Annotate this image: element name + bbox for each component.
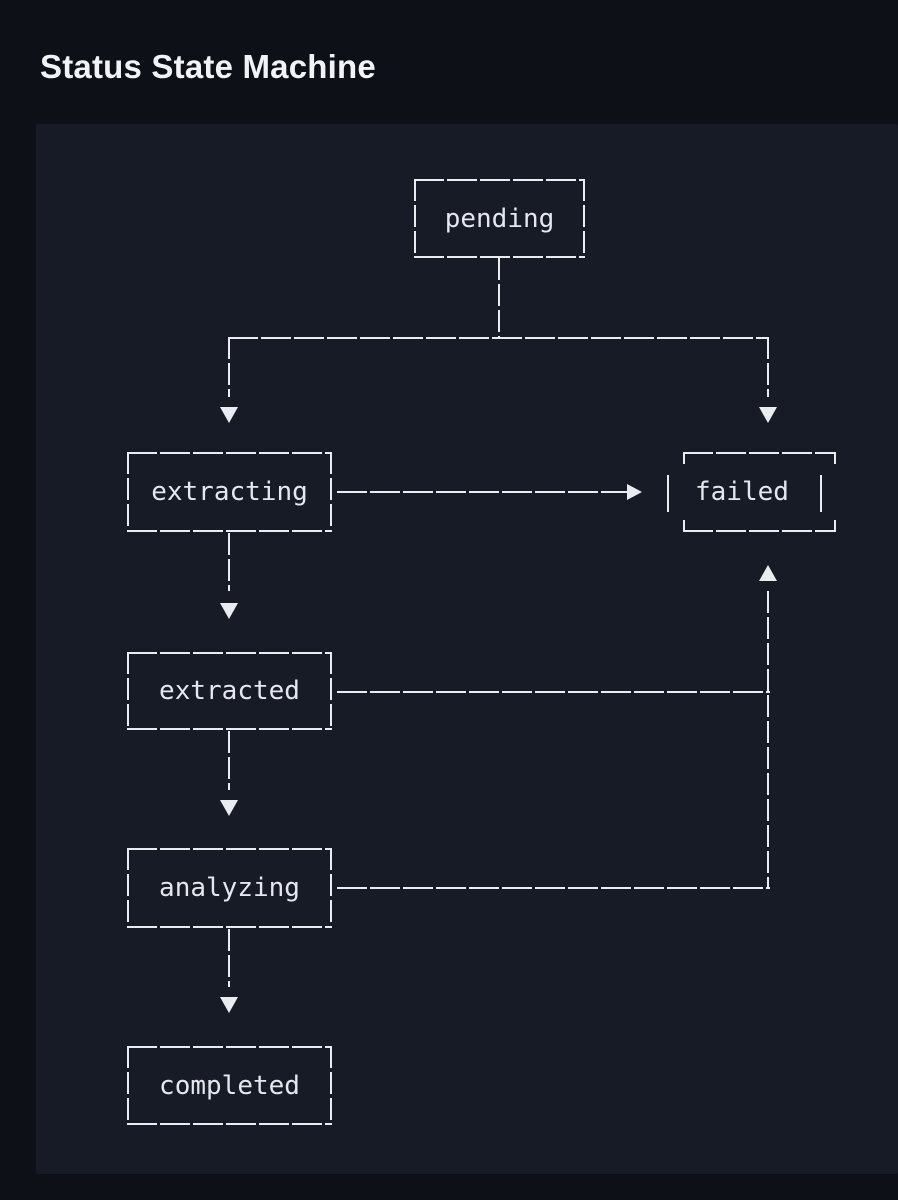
- state-machine-diagram: pending extracting failed extracted anal…: [36, 124, 898, 1174]
- state-label-extracted: extracted: [159, 676, 300, 706]
- state-label-analyzing: analyzing: [159, 873, 300, 903]
- arrow-up-icon: [759, 565, 777, 581]
- arrow-down-icon: [759, 407, 777, 423]
- state-node-extracting: extracting: [127, 452, 332, 532]
- state-node-analyzing: analyzing: [127, 848, 332, 928]
- state-label-extracting: extracting: [151, 477, 308, 507]
- arrow-right-icon: [627, 484, 642, 500]
- edge-pending-extracting-line: [228, 337, 230, 397]
- failed-box-right-bar: [820, 475, 822, 512]
- page-title: Status State Machine: [40, 48, 376, 85]
- edge-pending-stem-line: [498, 258, 500, 337]
- edge-failed-riser-line: [767, 591, 769, 889]
- arrow-down-icon: [220, 407, 238, 423]
- edge-pending-failed-line: [767, 337, 769, 397]
- edge-extracted-analyzing-line: [228, 731, 230, 790]
- edge-extracting-failed-line: [337, 491, 627, 493]
- arrow-down-icon: [220, 603, 238, 619]
- state-node-failed: failed: [683, 452, 836, 532]
- edge-branch-horizontal-line: [228, 337, 769, 339]
- state-node-completed: completed: [127, 1046, 332, 1125]
- failed-box-left-bar: [667, 475, 669, 512]
- arrow-down-icon: [220, 997, 238, 1013]
- arrow-down-icon: [220, 800, 238, 816]
- state-node-extracted: extracted: [127, 652, 332, 730]
- state-label-completed: completed: [159, 1070, 300, 1101]
- state-label-failed: failed: [695, 477, 789, 507]
- edge-extracting-extracted-line: [228, 533, 230, 591]
- edge-analyzing-failed-line: [337, 887, 770, 889]
- state-node-pending: pending: [414, 179, 585, 258]
- edge-analyzing-completed-line: [228, 929, 230, 987]
- state-label-pending: pending: [444, 203, 555, 234]
- edge-extracted-failed-line: [337, 691, 770, 693]
